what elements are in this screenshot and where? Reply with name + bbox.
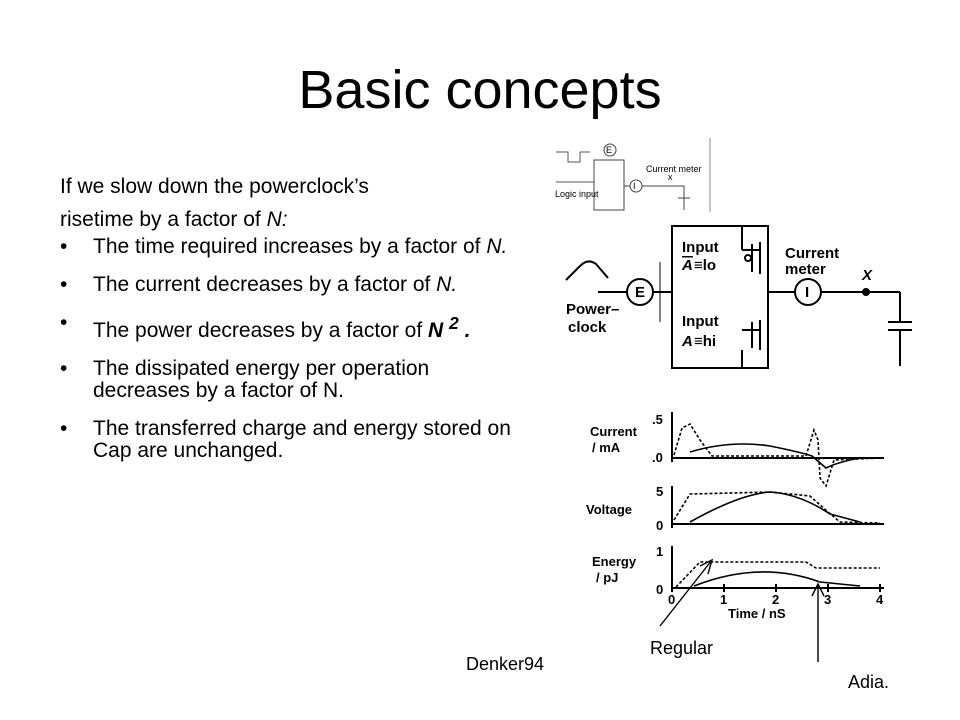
regular-arrow — [659, 559, 713, 627]
plot-frames — [671, 412, 884, 592]
bullet-item: • The dissipated energy per operation dec… — [60, 358, 518, 402]
time-tick: 4 — [876, 592, 884, 607]
bullet-item: • The current decreases by a factor of N. — [60, 274, 518, 296]
bullet-text: The time required increases by a factor … — [93, 235, 487, 258]
intro-line-1: If we slow down the powerclock’s — [60, 175, 369, 198]
a-hi-label: ≡hi — [694, 333, 716, 350]
bullet-emphasis: N — [428, 319, 450, 342]
bullet-marker: • — [60, 311, 68, 334]
main-schematic — [565, 225, 912, 369]
small-i-label: I — [633, 181, 636, 191]
energy-axis-label-1: Energy — [592, 554, 637, 569]
a-bar-label: A — [681, 257, 693, 274]
current-meter-line2: meter — [785, 261, 826, 278]
bullet-emphasis: N. — [486, 235, 508, 258]
bullet-marker: • — [60, 417, 68, 440]
regular-label: Regular — [650, 638, 714, 658]
small-x-label: x — [668, 172, 673, 182]
slide-title: Basic concepts — [298, 60, 662, 120]
power-clock-line1: Power– — [566, 301, 619, 318]
bullet-text: The dissipated energy per operation decr… — [93, 357, 430, 402]
adia-label: Adia. — [848, 672, 890, 692]
time-tick: 1 — [720, 592, 727, 607]
bullet-list: • The time required increases by a factor… — [60, 236, 518, 478]
bullet-text: The current decreases by a factor of — [93, 273, 437, 296]
intro-text: If we slow down the powerclock’s risetim… — [60, 170, 369, 236]
a-bar-lo-label: ≡lo — [694, 257, 716, 274]
time-tick: 0 — [668, 592, 675, 607]
voltage-axis-label: Voltage — [586, 502, 632, 517]
energy-tick-top: 1 — [656, 544, 663, 559]
current-meter-line1: Current — [785, 245, 839, 262]
input-top-label: Input — [682, 239, 719, 256]
voltage-tick-bottom: 0 — [656, 518, 663, 533]
annotation-arrows — [659, 558, 825, 662]
time-axis-label: Time / nS — [728, 606, 786, 621]
small-e-label: E — [606, 145, 612, 155]
time-tick: 3 — [824, 592, 831, 607]
bullet-marker: • — [60, 235, 68, 258]
bullet-item: • The time required increases by a factor… — [60, 236, 518, 258]
source-citation: Denker94 — [466, 654, 545, 674]
input-bottom-label: Input — [682, 313, 719, 330]
current-tick-bottom: .0 — [652, 450, 663, 465]
bullet-text: The transferred charge and energy stored… — [93, 417, 511, 462]
i-meter-label: I — [805, 284, 809, 301]
current-axis-label-2: / mA — [592, 440, 621, 455]
bullet-item: • The transferred charge and energy store… — [60, 418, 518, 462]
bullet-marker: • — [60, 357, 68, 380]
power-clock-line2: clock — [568, 319, 607, 336]
e-source-label: E — [635, 284, 645, 301]
bullet-superscript: 2 — [449, 313, 459, 333]
intro-line-2: risetime by a factor of N: — [60, 203, 369, 236]
bullet-tail: . — [458, 319, 471, 342]
plot-curves — [673, 422, 881, 588]
small-schematic — [556, 138, 711, 212]
x-node-label: X — [861, 267, 873, 284]
bullet-emphasis: N. — [436, 273, 458, 296]
current-axis-label-1: Current — [590, 424, 638, 439]
bullet-marker: • — [60, 273, 68, 296]
bullet-text: The power decreases by a factor of — [93, 319, 429, 342]
voltage-tick-top: 5 — [656, 484, 663, 499]
intro-line-2-text: risetime by a factor of — [60, 208, 267, 231]
time-tick: 2 — [772, 592, 779, 607]
energy-axis-label-2: / pJ — [596, 570, 618, 585]
intro-line-2-var: N: — [266, 208, 288, 231]
energy-tick-bottom: 0 — [656, 582, 663, 597]
current-tick-top: .5 — [652, 412, 663, 427]
small-current-meter-label: Current meter — [646, 164, 702, 174]
bullet-item: •The power decreases by a factor of N 2 … — [60, 312, 518, 342]
logic-input-label: Logic input — [555, 189, 599, 199]
a-label: A — [681, 333, 693, 350]
logic-box — [671, 225, 769, 369]
